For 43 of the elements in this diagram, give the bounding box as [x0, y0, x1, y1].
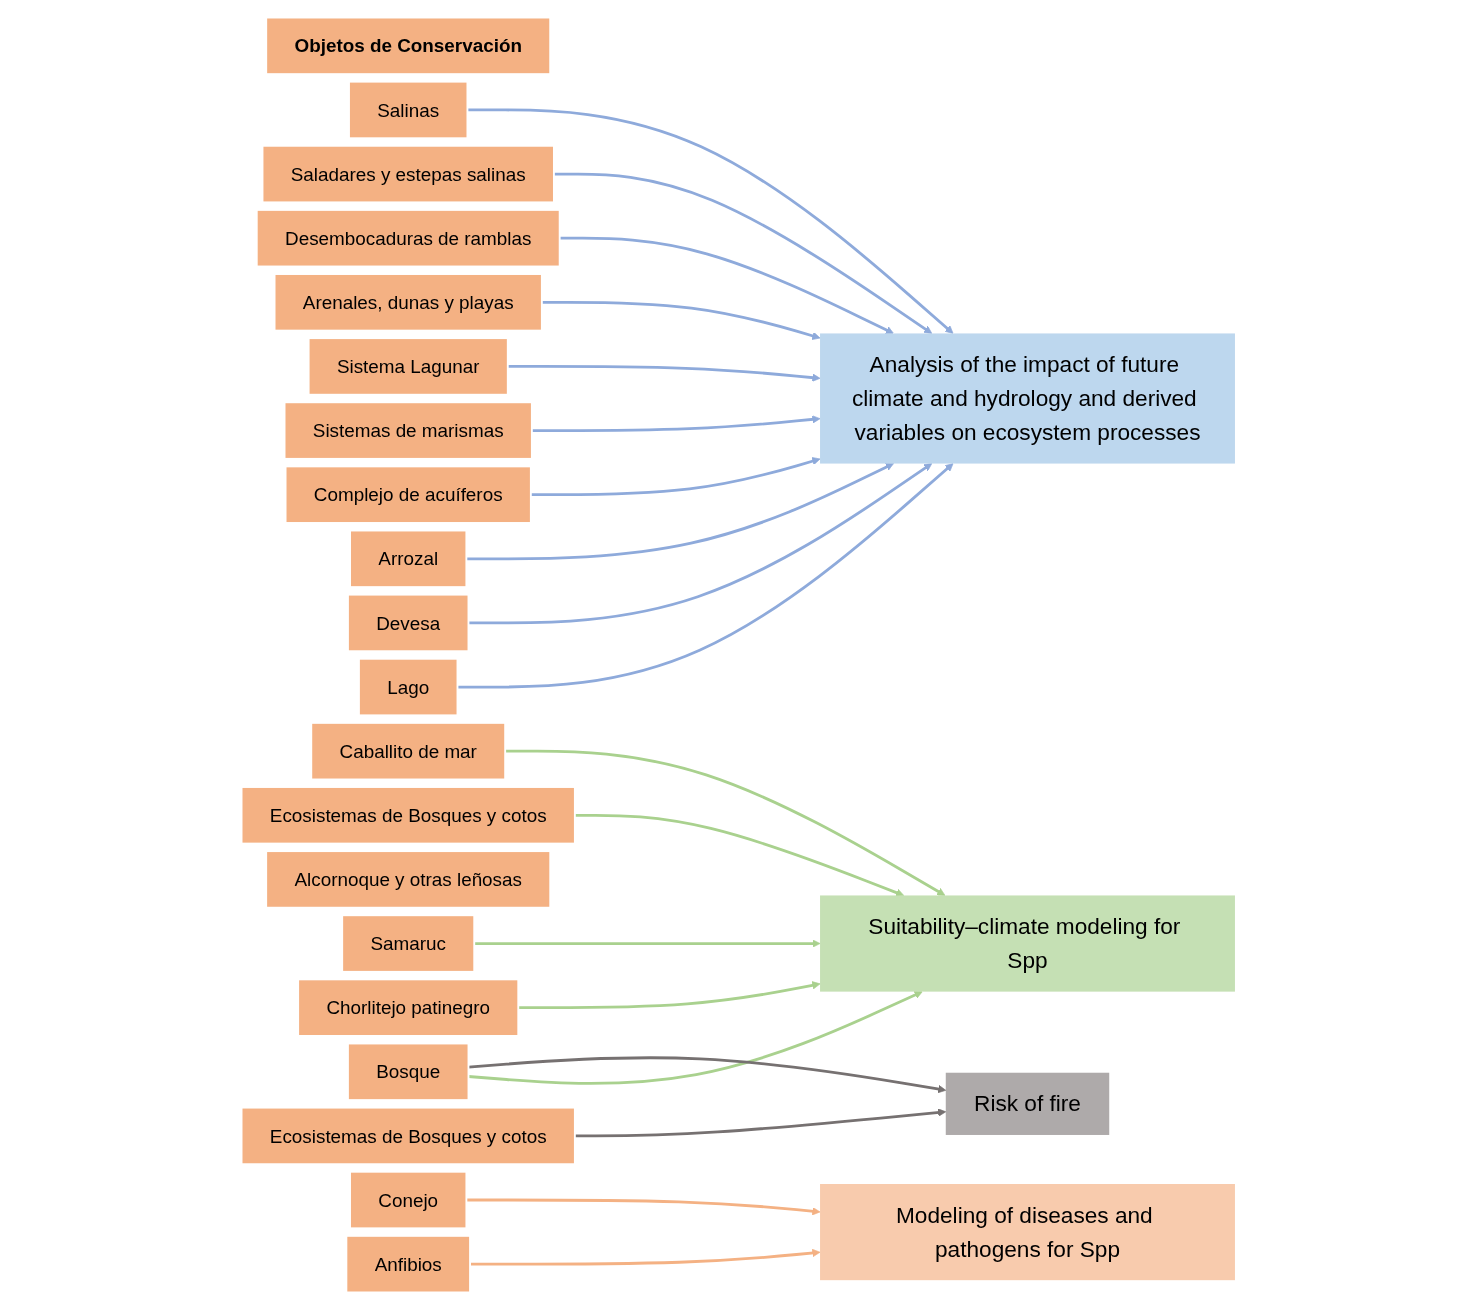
arrow — [518, 981, 821, 1010]
arrow — [530, 457, 821, 497]
node-box: Suitability–climate modeling for Spp — [819, 895, 1235, 992]
arrow — [467, 108, 954, 334]
node-box: Conejo — [348, 1170, 468, 1230]
arrow — [553, 172, 932, 334]
arrow — [466, 463, 894, 561]
arrow — [559, 236, 894, 334]
node-box: Ecosistemas de Bosques y cotos — [240, 1106, 576, 1166]
node-box: Arenales, dunas y playas — [273, 273, 543, 332]
node-box: Alcornoque y otras leñosas — [265, 850, 551, 909]
node-box: Lago — [357, 657, 459, 717]
node-box: Saladares y estepas salinas — [261, 144, 555, 204]
node-box: Caballito de mar — [310, 721, 506, 781]
node-box: Modeling of diseases and pathogens for Spp — [819, 1184, 1235, 1281]
node-box: Bosque — [346, 1042, 470, 1101]
node-box: Desembocaduras de ramblas — [255, 208, 561, 268]
node-box: Arrozal — [348, 529, 468, 589]
node-box: Samaruc — [341, 914, 475, 973]
arrow — [574, 813, 904, 897]
arrow — [468, 463, 932, 625]
node-box: Chorlitejo patinegro — [296, 978, 519, 1037]
node-box: Salinas — [347, 80, 469, 140]
node-box: Sistemas de marismas — [283, 401, 533, 460]
arrow — [474, 939, 821, 948]
node-box: Objetos de Conservación — [265, 16, 551, 76]
arrow — [574, 1108, 946, 1138]
arrow — [507, 365, 821, 382]
arrow — [541, 300, 821, 340]
node-box: Complejo de acuíferos — [284, 465, 532, 524]
node-box: Anfibios — [345, 1234, 471, 1294]
arrow — [504, 749, 946, 896]
arrow — [466, 1198, 821, 1216]
arrow — [468, 990, 923, 1085]
node-box: Devesa — [346, 593, 470, 653]
arrow — [531, 415, 821, 432]
node-box: Sistema Lagunar — [307, 337, 509, 396]
node-box: Analysis of the impact of future climate and hydrology and derived variables on ecosystem processes — [819, 333, 1235, 464]
arrow — [457, 463, 954, 689]
node-box: Risk of fire — [945, 1072, 1109, 1135]
node-box: Ecosistemas de Bosques y cotos — [240, 786, 576, 845]
arrow — [468, 1056, 946, 1094]
arrow — [469, 1248, 821, 1266]
